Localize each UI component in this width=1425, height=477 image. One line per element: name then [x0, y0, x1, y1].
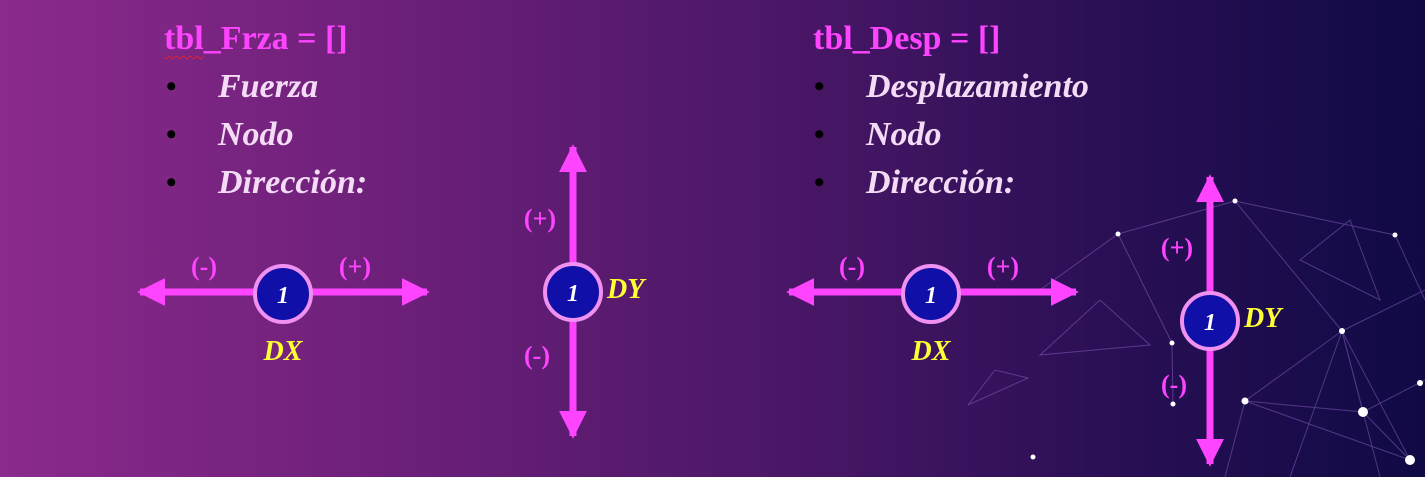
bullet-icon: •	[166, 70, 177, 103]
list-item: •Dirección:	[814, 159, 1089, 207]
right-title: tbl_Desp = []	[813, 20, 1001, 57]
left-bullet-list: •Fuerza •Nodo •Dirección:	[166, 63, 367, 207]
axis-label-dy: DY	[1243, 303, 1284, 334]
node-circle	[901, 264, 961, 324]
node-label: 1	[277, 283, 289, 309]
list-item: •Nodo	[814, 111, 1089, 159]
minus-label: (-)	[524, 341, 550, 370]
minus-label: (-)	[839, 252, 865, 281]
node-label: 1	[1204, 310, 1216, 336]
left-title: tbl_Frza = []	[164, 20, 348, 58]
left-title-rest: _Frza = []	[203, 20, 348, 57]
bullet-icon: •	[814, 118, 825, 151]
bullet-icon: •	[166, 166, 177, 199]
left-horizontal-diagram: 1 (-) (+) DX	[137, 252, 430, 367]
minus-label: (-)	[191, 252, 217, 281]
node-circle	[1180, 291, 1240, 351]
right-horizontal-diagram: 1 (-) (+) DX	[786, 252, 1079, 367]
node-label: 1	[567, 281, 579, 307]
left-vertical-diagram: 1 (+) (-) DY	[524, 144, 647, 439]
node-circle	[543, 262, 603, 322]
plus-label: (+)	[1161, 233, 1193, 262]
bullet-icon: •	[814, 166, 825, 199]
right-vertical-diagram: 1 (+) (-) DY	[1161, 174, 1284, 467]
axis-label-dy: DY	[606, 274, 647, 305]
node-label: 1	[925, 283, 937, 309]
list-item: •Nodo	[166, 111, 367, 159]
list-item: •Desplazamiento	[814, 63, 1089, 111]
left-title-prefix: tbl	[164, 20, 204, 57]
list-item: •Fuerza	[166, 63, 367, 111]
bullet-icon: •	[166, 118, 177, 151]
plus-label: (+)	[987, 252, 1019, 281]
bullet-icon: •	[814, 70, 825, 103]
plus-label: (+)	[524, 204, 556, 233]
right-bullet-list: •Desplazamiento •Nodo •Dirección:	[814, 63, 1089, 207]
minus-label: (-)	[1161, 370, 1187, 399]
plus-label: (+)	[339, 252, 371, 281]
node-circle	[253, 264, 313, 324]
axis-label-dx: DX	[911, 336, 952, 367]
list-item: •Dirección:	[166, 159, 367, 207]
axis-label-dx: DX	[263, 336, 304, 367]
